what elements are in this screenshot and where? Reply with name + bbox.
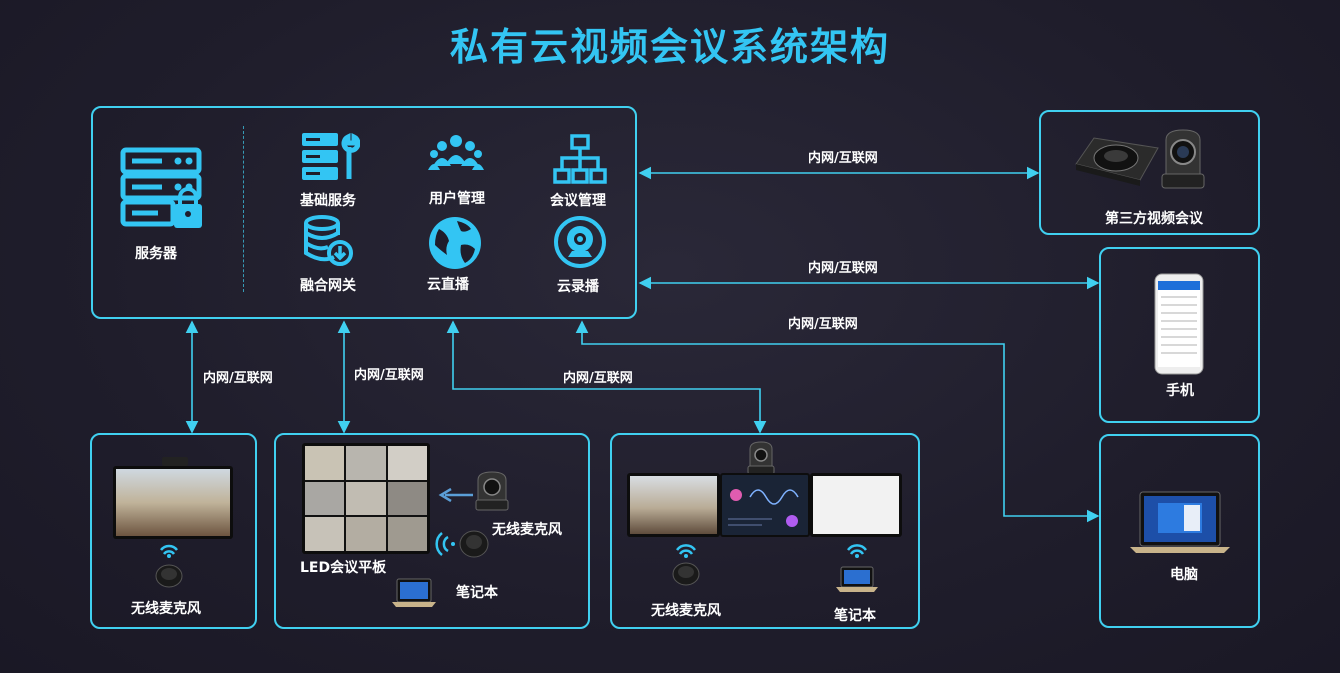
room2-laptop-label: 笔记本 [456,585,498,601]
globe-icon [429,217,481,269]
led-panel-label: LED会议平板 [300,560,387,576]
room2-box [274,433,590,629]
room3-laptop-label: 笔记本 [834,608,876,624]
edge-label-room2: 内网/互联网 [354,368,424,383]
video-grid [305,446,427,551]
room1-mic-label: 无线麦克风 [131,601,201,617]
edge-label-pc: 内网/互联网 [788,317,858,332]
arrow-left-icon [438,488,473,502]
divider [243,126,244,292]
room3-video-screen [627,473,720,537]
webcam-icon [554,216,606,268]
server-box [91,106,637,319]
meeting-photo [630,476,717,534]
meeting-mgmt-label: 会议管理 [550,193,606,209]
live-label: 云直播 [427,277,469,293]
third-party-label: 第三方视频会议 [1105,211,1203,227]
room3-box [610,433,920,629]
room3-ptz-camera-icon [747,441,775,475]
phone-label: 手机 [1166,383,1194,399]
room1-box [90,433,257,629]
room2-mic-icon [435,530,489,558]
room2-ptz-camera-icon [475,471,509,511]
users-icon [428,135,484,170]
room1-camera-icon [162,457,188,466]
page-title: 私有云视频会议系统架构 [449,25,890,69]
whiteboard-canvas [813,476,899,534]
smartphone-icon [1154,273,1204,375]
room3-laptop-icon [836,544,878,592]
record-label: 云录播 [557,279,599,295]
third-party-box [1039,110,1260,235]
user-mgmt-label: 用户管理 [429,191,485,207]
edge-label-third-party: 内网/互联网 [808,151,878,166]
edge-room3 [446,320,767,434]
ptz-camera-icon [1161,129,1205,189]
basic-service-icon [302,133,360,180]
pc-label: 电脑 [1170,567,1198,583]
basic-service-label: 基础服务 [300,193,356,209]
gateway-label: 融合网关 [300,278,356,294]
laptop-icon [1130,491,1230,553]
gateway-database-icon [304,215,353,266]
room3-whiteboard-screen [810,473,902,537]
room2-mic-label: 无线麦克风 [492,522,562,538]
edge-label-room1: 内网/互联网 [203,371,273,386]
room2-laptop-icon [392,578,436,607]
server-label: 服务器 [135,246,177,262]
room3-mic-label: 无线麦克风 [651,603,721,619]
server-icon [120,147,202,228]
room3-mic-icon [672,544,700,586]
edge-label-phone: 内网/互联网 [808,261,878,276]
meeting-photo [116,469,230,536]
room1-display [113,466,233,539]
org-chart-icon [553,134,607,184]
led-panel-display [302,443,430,554]
pc-box [1099,434,1260,628]
room1-mic-icon [155,544,183,588]
speakerphone-icon [1075,137,1159,186]
phone-box [1099,247,1260,423]
room3-dashboard-screen [720,473,810,537]
edge-label-room3: 内网/互联网 [563,371,633,386]
